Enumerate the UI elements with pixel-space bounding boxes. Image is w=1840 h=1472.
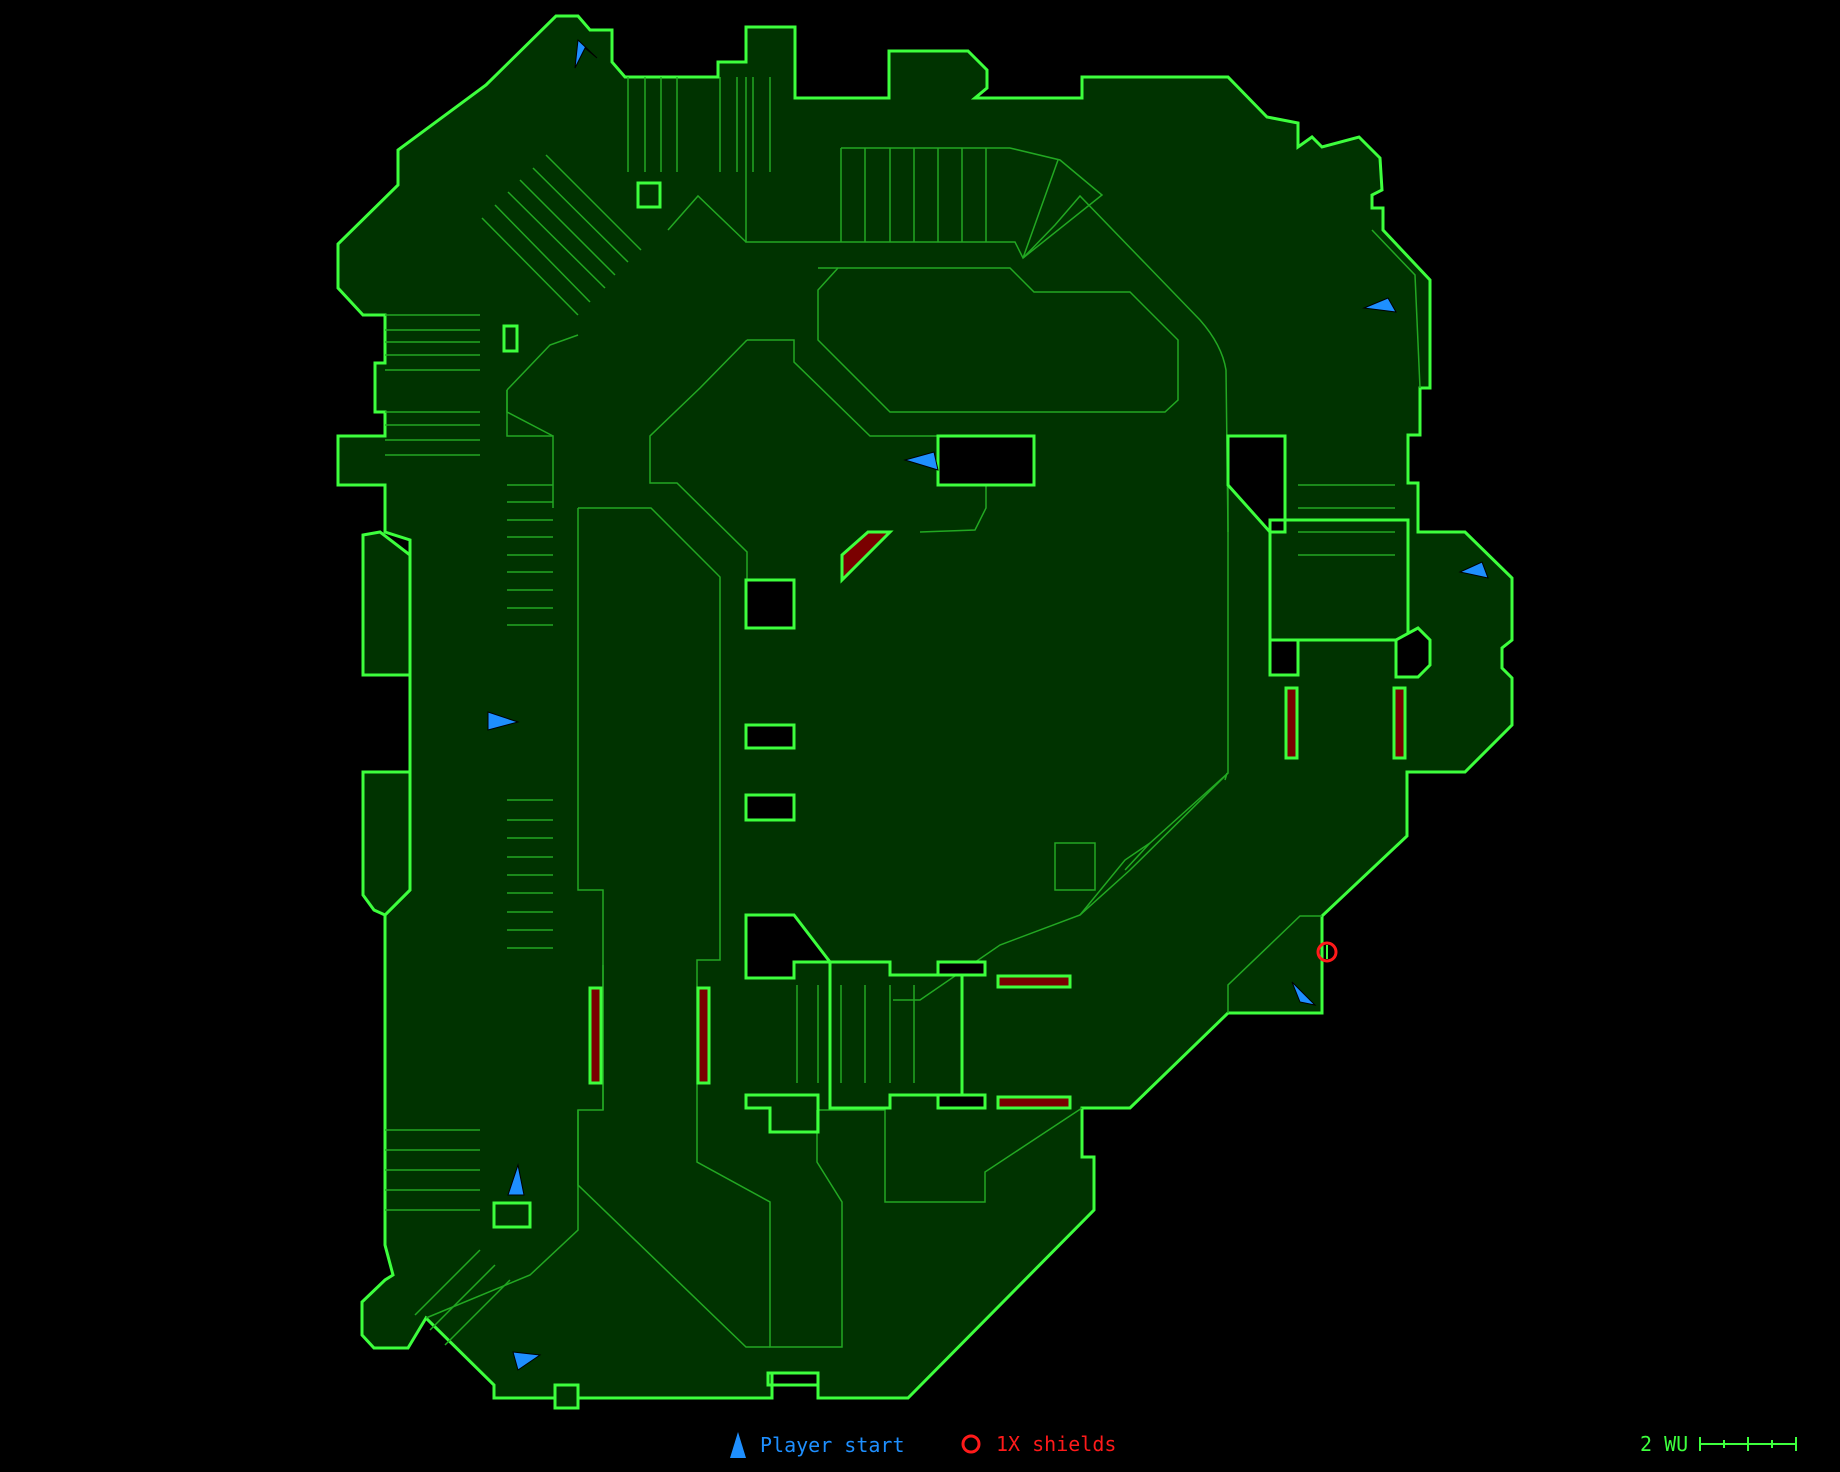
player-start-icon: [487, 711, 520, 731]
shield-pickup-icon: [1316, 941, 1338, 963]
left-alcove-upper: [361, 530, 412, 677]
scale-label: 2 WU: [1640, 1432, 1689, 1456]
player-start-icon: [1362, 297, 1397, 313]
shield-icon: [961, 1434, 981, 1454]
legend-player-start: Player start: [730, 1432, 905, 1458]
legend-shields: 1X shields: [960, 1432, 1116, 1456]
player-start-icon: [730, 1432, 746, 1458]
hazard-bars: [588, 530, 1407, 1110]
player-start-icon: [512, 1351, 542, 1371]
central-structures: [492, 181, 1432, 1410]
scale-ruler-icon: [1699, 1437, 1798, 1451]
scale-bar: 2 WU: [1640, 1432, 1798, 1456]
left-alcove-lower: [361, 770, 412, 917]
player-start-icon: [1291, 981, 1317, 1006]
player-start-markers: [487, 38, 1489, 1371]
player-start-icon: [507, 1163, 525, 1196]
legend-player-start-label: Player start: [760, 1433, 905, 1457]
stair-steps: [385, 77, 1395, 1346]
legend-shields-label: 1X shields: [996, 1432, 1117, 1456]
player-start-icon: [903, 451, 939, 471]
player-start-icon: [1458, 561, 1489, 579]
player-start-icon: [574, 38, 598, 69]
inner-walls: [425, 77, 1421, 1348]
level-floor-outline: [336, 14, 1514, 1410]
